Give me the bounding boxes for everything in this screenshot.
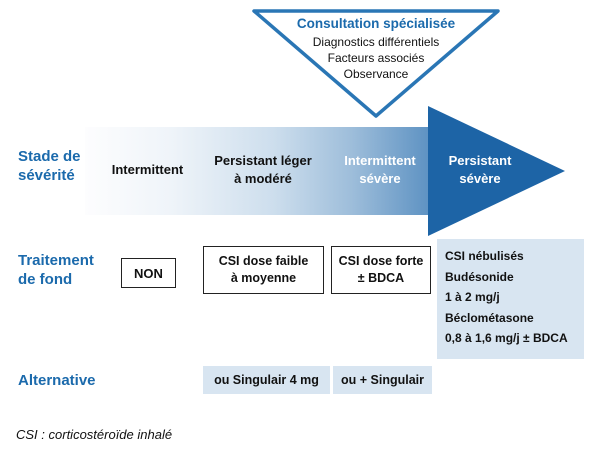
stage-persistent-severe: Persistant sévère — [448, 153, 512, 186]
consultation-title: Consultation spécialisée — [296, 16, 456, 31]
consultation-item-observance: Observance — [343, 67, 409, 81]
consultation-item-differential-diagnoses: Diagnostics différentiels — [312, 35, 440, 49]
severity-row-label: Stade de sévérité — [18, 148, 81, 184]
treatment-box-none: NON — [121, 258, 176, 288]
alternative-box-singulair-4mg: ou Singulair 4 mg — [203, 366, 330, 394]
severity-arrow-body — [85, 127, 428, 215]
treatment-box-csi-low-dose: CSI dose faible à moyenne — [203, 246, 324, 294]
alternative-box-plus-singulair: ou + Singulair — [333, 366, 432, 394]
treatment-box-csi-high-dose: CSI dose forte ± BDCA — [331, 246, 431, 294]
severity-arrow-head — [428, 106, 565, 236]
consultation-item-associated-factors: Facteurs associés — [327, 51, 425, 65]
stage-intermittent-severe: Intermittent sévère — [344, 153, 416, 186]
stage-persistent-mild-moderate: Persistant léger à modéré — [214, 153, 312, 186]
alternative-row-label: Alternative — [18, 372, 96, 389]
consultation-block: Consultation spécialisée Diagnostics dif… — [253, 16, 499, 82]
treatment-row-label: Traitement de fond — [18, 252, 94, 288]
stage-intermittent: Intermittent — [111, 162, 184, 177]
triangle-outline — [252, 9, 500, 118]
csi-footnote: CSI : corticostéroïde inhalé — [16, 427, 173, 442]
treatment-box-nebulized-csi: CSI nébulisés Budésonide 1 à 2 mg/j Bécl… — [437, 239, 584, 359]
consultation-triangle-icon — [252, 9, 500, 118]
